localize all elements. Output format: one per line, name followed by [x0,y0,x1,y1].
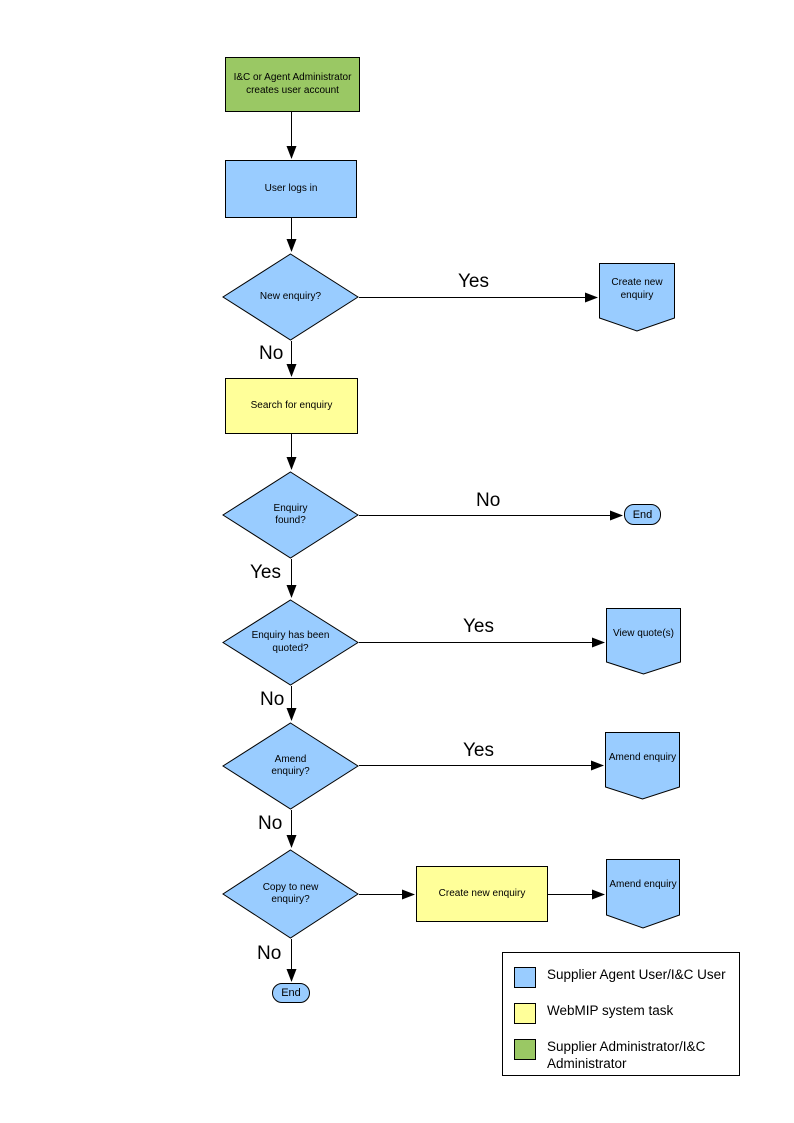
pentagon-shape [606,859,680,929]
node-label: Amend enquiry [609,879,677,890]
legend-box: Supplier Agent User/I&C User WebMIP syst… [502,952,740,1076]
pentagon-shape [605,732,680,800]
node-label: Create new enquiry [438,887,526,899]
edge-label-yes-amend: Yes [463,740,494,761]
edge-label-no-new-enquiry: No [259,343,284,364]
node-label: New enquiry? [259,290,322,302]
diamond-shape [222,849,359,939]
node-label: User logs in [264,182,318,194]
edge-label-no-amend: No [258,813,283,834]
offpage-amend-enquiry-1: Amend enquiry [605,732,680,800]
node-label: Copy to new enquiry? [262,881,319,906]
node-label: Amend enquiry? [271,753,310,778]
legend-swatch-green [514,1039,536,1060]
node-label: Enquiry found? [273,502,308,527]
legend-item-supplier-administrator: Supplier Administrator/I&C Administrator [514,1039,739,1073]
offpage-amend-enquiry-2: Amend enquiry [606,859,680,929]
decision-amend-enquiry: Amend enquiry? [222,722,359,810]
edge-label-yes-enquiry-found: Yes [250,562,281,583]
offpage-create-new-enquiry: Create new enquiry [599,263,675,332]
edge-label-yes-new-enquiry: Yes [458,271,489,292]
node-label: Search for enquiry [250,399,333,411]
process-user-logs-in: User logs in [225,160,357,218]
edge-label-yes-quoted: Yes [463,616,494,637]
legend-item-webmip-system-task: WebMIP system task [514,1003,739,1024]
node-label: I&C or Agent Administrator creates user … [233,72,352,96]
edge-label-no-copy: No [257,943,282,964]
diamond-shape [222,599,359,686]
diamond-shape [222,722,359,810]
process-admin-creates-account: I&C or Agent Administrator creates user … [225,57,360,112]
terminator-end-2: End [272,983,310,1003]
edge-label-no-enquiry-found: No [476,490,501,511]
node-label: Create new enquiry [611,277,663,301]
pentagon-shape [606,608,681,675]
edge-label-no-quoted: No [260,689,285,710]
node-label: End [281,987,301,999]
node-label: Enquiry has been quoted? [251,630,330,654]
legend-label: Supplier Agent User/I&C User [547,967,726,982]
legend-label: WebMIP system task [547,1003,674,1018]
process-create-new-enquiry: Create new enquiry [416,866,548,922]
process-search-for-enquiry: Search for enquiry [225,378,358,434]
legend-swatch-blue [514,967,536,988]
decision-new-enquiry: New enquiry? [222,253,359,341]
legend-label: Supplier Administrator/I&C Administrator [547,1039,706,1071]
offpage-view-quotes: View quote(s) [606,608,681,675]
diamond-shape [222,471,359,559]
diamond-shape [222,253,359,341]
decision-copy-to-new-enquiry: Copy to new enquiry? [222,849,359,939]
decision-enquiry-found: Enquiry found? [222,471,359,559]
node-label: End [632,508,653,521]
terminator-end-1: End [624,504,661,525]
legend-swatch-yellow [514,1003,536,1024]
node-label: Amend enquiry [608,752,677,763]
pentagon-shape [599,263,675,332]
node-label: View quote(s) [613,628,674,639]
legend-item-supplier-agent-user: Supplier Agent User/I&C User [514,967,739,988]
decision-enquiry-quoted: Enquiry has been quoted? [222,599,359,686]
